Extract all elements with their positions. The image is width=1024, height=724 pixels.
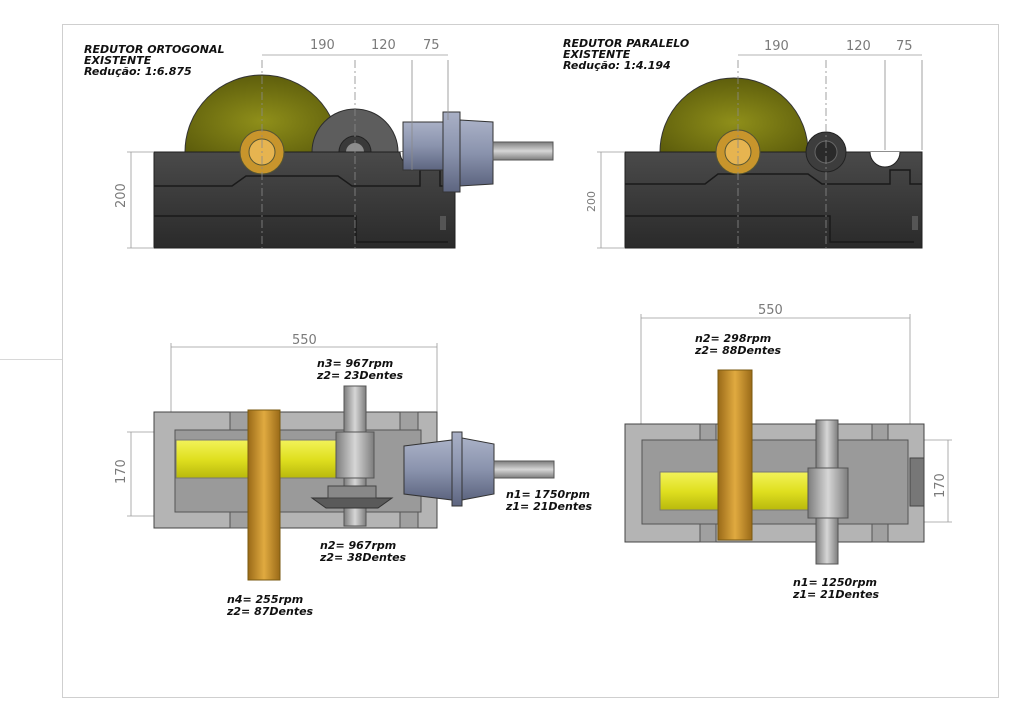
orthogonal-note-n3: n3= 967rpm z2= 23Dentes bbox=[317, 358, 403, 382]
parallel-note-n2-teeth: z2= 88Dentes bbox=[695, 344, 782, 357]
orthogonal-note-n1: n1= 1750rpm z1= 21Dentes bbox=[506, 489, 592, 513]
orthogonal-note-n2-speed: n2= 967rpm bbox=[320, 539, 397, 552]
orthogonal-motor-adapter bbox=[402, 121, 444, 171]
parallel-top-boss-4 bbox=[871, 523, 889, 543]
orthogonal-top-boss-1 bbox=[229, 411, 249, 431]
orthogonal-dim-170: 170 bbox=[114, 459, 129, 484]
parallel-top-pinion bbox=[807, 467, 849, 519]
orthogonal-motor-flange bbox=[442, 111, 461, 193]
parallel-dim-200: 200 bbox=[585, 191, 598, 212]
parallel-top-boss-2 bbox=[871, 423, 889, 441]
parallel-top-boss-3 bbox=[699, 523, 717, 543]
parallel-housing bbox=[624, 151, 923, 249]
orthogonal-top-motor-adapter bbox=[403, 439, 453, 501]
parallel-housing-base-line bbox=[625, 215, 914, 243]
orthogonal-front-view: 190 120 75 200 bbox=[114, 38, 554, 250]
orthogonal-top-output-shaft bbox=[247, 409, 281, 581]
parallel-housing-rib bbox=[625, 169, 922, 185]
parallel-title-line-2: EXISTENTE bbox=[563, 48, 631, 61]
orthogonal-top-motor-flange bbox=[451, 431, 463, 507]
parallel-title-line-1: REDUTOR PARALELO bbox=[563, 37, 690, 50]
parallel-note-n2: n2= 298rpm z2= 88Dentes bbox=[695, 333, 781, 357]
parallel-large-gear bbox=[659, 77, 809, 153]
orthogonal-note-n1-speed: n1= 1750rpm bbox=[506, 488, 590, 501]
orthogonal-motor-body bbox=[459, 119, 494, 187]
orthogonal-housing-base-line bbox=[154, 215, 448, 243]
orthogonal-note-n2: n2= 967rpm z2= 38Dentes bbox=[320, 540, 406, 564]
orthogonal-note-n4-speed: n4= 255rpm bbox=[227, 593, 304, 606]
orthogonal-top-boss-3 bbox=[229, 511, 249, 529]
orthogonal-title: REDUTOR ORTOGONAL EXISTENTE Redução: 1:6… bbox=[84, 44, 225, 77]
orthogonal-top-intermediate-bearing bbox=[335, 431, 375, 479]
parallel-housing-plug bbox=[912, 216, 918, 230]
orthogonal-top-boss-2 bbox=[399, 411, 419, 431]
drawing-sheet-border bbox=[62, 24, 999, 698]
orthogonal-top-input-shaft bbox=[493, 460, 555, 479]
parallel-dim-550: 550 bbox=[758, 303, 783, 318]
parallel-top-side-plug bbox=[909, 457, 925, 507]
parallel-note-n1: n1= 1250rpm z1= 21Dentes bbox=[793, 577, 879, 601]
orthogonal-housing-rib bbox=[154, 169, 455, 187]
orthogonal-note-n4-teeth: z2= 87Dentes bbox=[227, 605, 314, 618]
parallel-top-boss-1 bbox=[699, 423, 717, 441]
orthogonal-dim-120: 120 bbox=[371, 38, 396, 53]
orthogonal-dim-200: 200 bbox=[114, 183, 129, 208]
sheet-edge-line bbox=[0, 359, 62, 360]
parallel-bearing-cut bbox=[869, 151, 901, 168]
orthogonal-note-n2-teeth: z2= 38Dentes bbox=[320, 551, 407, 564]
parallel-dim-170: 170 bbox=[933, 473, 948, 498]
orthogonal-top-motor-body bbox=[461, 437, 495, 501]
orthogonal-dim-75: 75 bbox=[423, 38, 440, 53]
orthogonal-dim-550: 550 bbox=[292, 333, 317, 348]
parallel-note-n1-speed: n1= 1250rpm bbox=[793, 576, 877, 589]
orthogonal-title-line-2: EXISTENTE bbox=[84, 54, 152, 67]
orthogonal-note-n4: n4= 255rpm z2= 87Dentes bbox=[227, 594, 313, 618]
orthogonal-top-bevel-hub bbox=[327, 485, 377, 499]
orthogonal-note-n3-speed: n3= 967rpm bbox=[317, 357, 394, 370]
orthogonal-title-line-1: REDUTOR ORTOGONAL bbox=[84, 43, 225, 56]
parallel-top-output-shaft bbox=[717, 369, 753, 541]
orthogonal-top-bevel-gear bbox=[310, 497, 394, 509]
parallel-front-view: 190 120 75 200 bbox=[585, 39, 923, 250]
parallel-dim-120: 120 bbox=[846, 39, 871, 54]
parallel-title: REDUTOR PARALELO EXISTENTE Redução: 1:4.… bbox=[563, 38, 689, 71]
orthogonal-input-shaft bbox=[492, 141, 554, 161]
parallel-dim-190: 190 bbox=[764, 39, 789, 54]
parallel-note-n1-teeth: z1= 21Dentes bbox=[793, 588, 880, 601]
orthogonal-housing-plug bbox=[440, 216, 446, 230]
parallel-title-line-3: Redução: 1:4.194 bbox=[563, 59, 671, 72]
parallel-dim-75: 75 bbox=[896, 39, 913, 54]
orthogonal-note-n3-teeth: z2= 23Dentes bbox=[317, 369, 404, 382]
orthogonal-top-view: 550 170 bbox=[114, 333, 555, 581]
parallel-top-view: 550 170 bbox=[624, 303, 952, 565]
orthogonal-top-boss-4 bbox=[399, 511, 419, 529]
orthogonal-dim-190: 190 bbox=[310, 38, 335, 53]
parallel-note-n2-speed: n2= 298rpm bbox=[695, 332, 772, 345]
orthogonal-note-n1-teeth: z1= 21Dentes bbox=[506, 500, 593, 513]
orthogonal-title-line-3: Redução: 1:6.875 bbox=[84, 65, 192, 78]
